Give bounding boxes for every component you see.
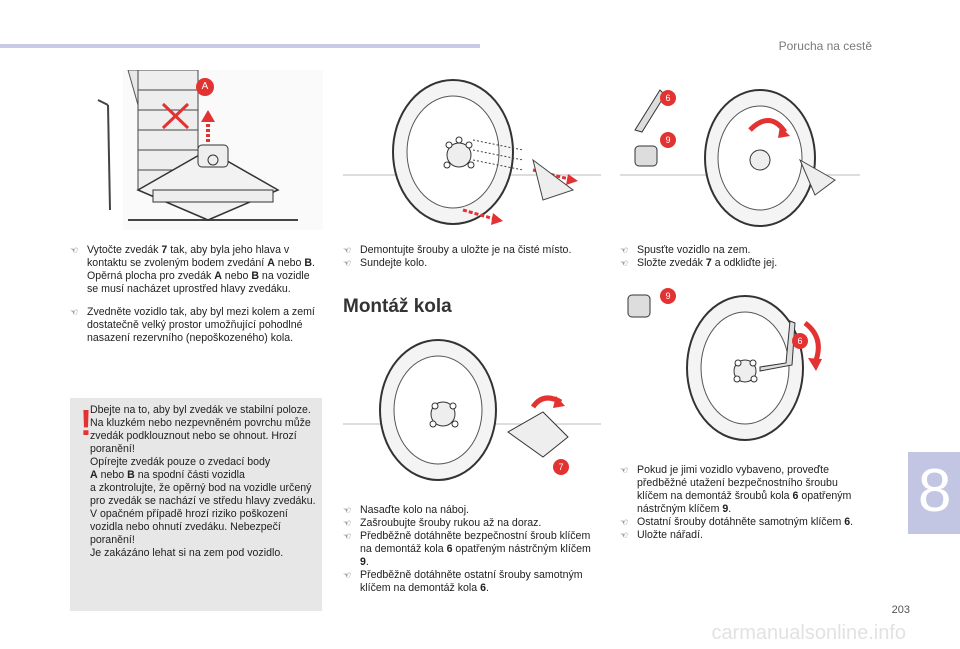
col2-top-text: ☜Demontujte šrouby a uložte je na čisté … bbox=[343, 244, 598, 270]
step-jack-up: ☜ Vytočte zvedák 7 tak, aby byla jeho hl… bbox=[70, 244, 315, 295]
section-title: Montáž kola bbox=[343, 296, 452, 317]
step-store-tools: ☜Uložte nářadí. bbox=[620, 529, 703, 541]
page-number: 203 bbox=[891, 604, 910, 616]
step-lift-vehicle: ☜ Zvedněte vozidlo tak, aby byl mezi kol… bbox=[70, 306, 315, 344]
wheel-bolts-illustration bbox=[343, 70, 601, 230]
header-title: Porucha na cestě bbox=[778, 39, 872, 53]
step-remove-wheel: ☜Sundejte kolo. bbox=[343, 257, 428, 269]
watermark: carmanualsonline.info bbox=[711, 622, 906, 644]
step-remove-bolts: ☜Demontujte šrouby a uložte je na čisté … bbox=[343, 244, 572, 256]
step-screw-bolts: ☜Zašroubujte šrouby rukou až na doraz. bbox=[343, 517, 542, 529]
step-lower-vehicle: ☜Spusťte vozidlo na zem. bbox=[620, 244, 751, 256]
step-tighten-security: ☜Pokud je jimi vozidlo vybaveno, proveďt… bbox=[620, 464, 852, 515]
label-9-badge: 9 bbox=[660, 132, 676, 148]
step-fold-jack: ☜Složte zvedák 7 a odkliďte jej. bbox=[620, 257, 778, 269]
label-A-badge: A bbox=[196, 78, 214, 96]
step-pretighten-others: ☜Předběžně dotáhněte ostatní šrouby samo… bbox=[343, 569, 583, 594]
chapter-tab: 8 bbox=[908, 452, 960, 534]
label-6-badge: 6 bbox=[660, 90, 676, 106]
label-9-badge: 9 bbox=[660, 288, 676, 304]
col3-top-text: ☜Spusťte vozidlo na zem. ☜Složte zvedák … bbox=[620, 244, 850, 270]
warning-icon: ! bbox=[80, 402, 92, 443]
label-7-badge: 7 bbox=[553, 459, 569, 475]
col2-bottom-text: ☜Nasaďte kolo na náboj. ☜Zašroubujte šro… bbox=[343, 504, 601, 595]
header-bar bbox=[0, 44, 480, 48]
col1-text: ☜ Vytočte zvedák 7 tak, aby byla jeho hl… bbox=[70, 244, 320, 345]
step-fit-wheel: ☜Nasaďte kolo na náboj. bbox=[343, 504, 469, 516]
wheel-wrench-illustration: 6 9 bbox=[620, 70, 860, 230]
warning-text: Dbejte na to, aby byl zvedák ve stabilní… bbox=[90, 404, 316, 559]
step-tighten-others: ☜Ostatní šrouby dotáhněte samotným klíče… bbox=[620, 516, 854, 528]
step-pretighten-security: ☜Předběžně dotáhněte bezpečnostní šroub … bbox=[343, 530, 591, 568]
wheel-mount-illustration: 7 bbox=[343, 332, 601, 482]
label-6-badge: 6 bbox=[792, 333, 808, 349]
jack-illustration: A bbox=[68, 70, 324, 230]
bullet-icon: ☜ bbox=[70, 307, 79, 317]
wheel-tighten-illustration: 9 6 bbox=[620, 283, 852, 443]
col3-bottom-text: ☜Pokud je jimi vozidlo vybaveno, proveďt… bbox=[620, 464, 860, 542]
chapter-number: 8 bbox=[918, 457, 952, 524]
warning-box: ! Dbejte na to, aby byl zvedák ve stabil… bbox=[70, 398, 322, 611]
bullet-icon: ☜ bbox=[70, 245, 79, 255]
